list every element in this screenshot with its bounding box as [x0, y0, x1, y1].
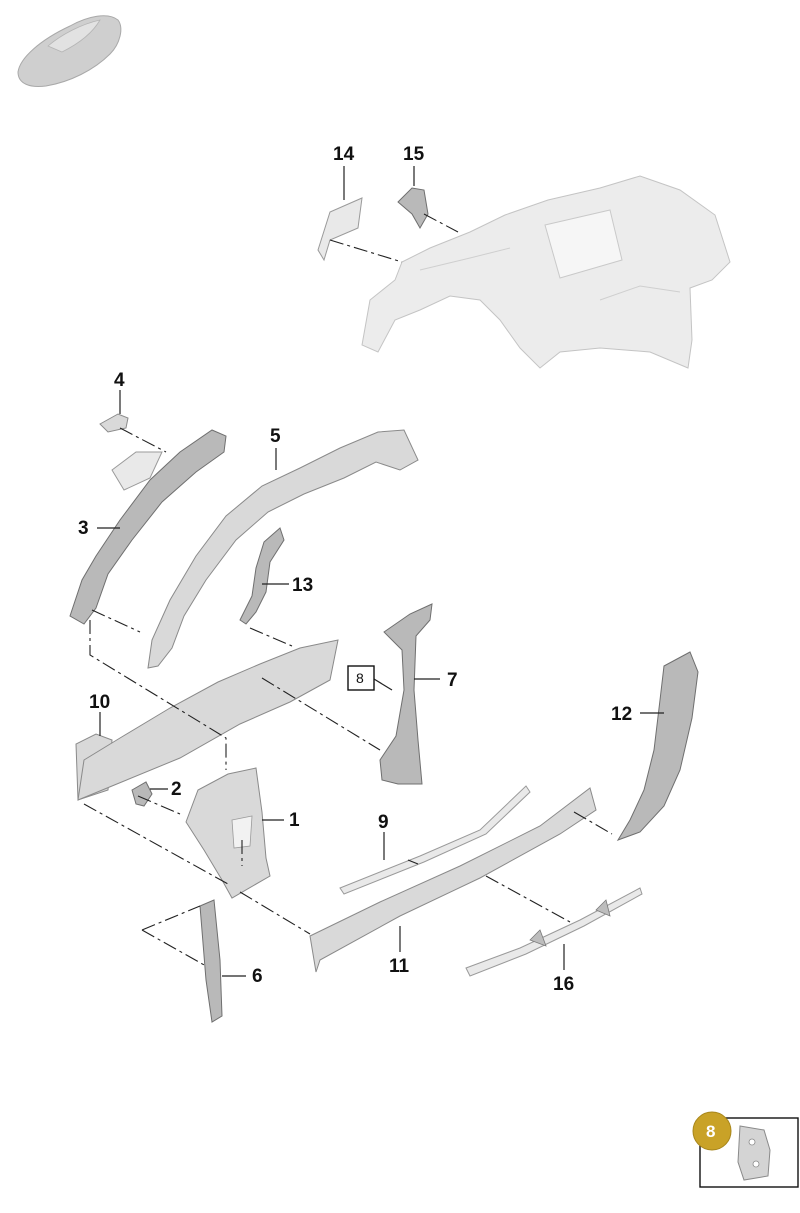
part-7-b-pillar [379, 603, 433, 785]
callout-labels: 14 15 4 3 5 13 7 10 2 1 9 12 6 11 16 [78, 144, 632, 995]
part-5-roof-rail [147, 429, 419, 669]
part-14-panel [317, 197, 363, 262]
page-badge: 8 [692, 1111, 799, 1188]
part-1-hinge-pillar [185, 767, 271, 899]
callout-leaders [97, 166, 664, 977]
callout-2: 2 [171, 779, 182, 800]
a-pillar-insert [111, 451, 163, 491]
part-2-bracket [131, 781, 153, 807]
car-silhouette-icon [17, 15, 122, 87]
callout-9: 9 [378, 812, 389, 833]
assembly-dash-lines [83, 213, 613, 967]
callout-3: 3 [78, 518, 89, 539]
callout-10: 10 [89, 692, 110, 713]
page-badge-number: 8 [706, 1122, 715, 1141]
page-badge-circle [692, 1111, 732, 1151]
part-13-bracket [239, 527, 285, 625]
part-15-bracket [397, 187, 429, 230]
callout-6: 6 [252, 966, 263, 987]
callout-4: 4 [114, 370, 125, 391]
callout-1: 1 [289, 810, 300, 831]
callout-15: 15 [403, 144, 425, 165]
reference-box-8: 8 [347, 665, 375, 691]
part-3-a-pillar [69, 429, 227, 625]
part-4-bracket [99, 413, 129, 433]
part-12-c-pillar [616, 651, 699, 841]
callout-13: 13 [292, 575, 313, 596]
callout-5: 5 [270, 426, 281, 447]
part-9-strip [339, 785, 531, 895]
part-11-side-sill [309, 787, 597, 973]
callout-11: 11 [389, 956, 410, 977]
callout-16: 16 [553, 974, 574, 995]
part-16-bar [465, 887, 643, 977]
part-6-reinforcement [199, 899, 223, 1023]
callout-12: 12 [611, 704, 632, 725]
rear-body-structure-ghost [361, 175, 731, 369]
callout-7: 7 [447, 670, 458, 691]
inner-sill-rail [77, 639, 339, 801]
bracket-plate-icon [737, 1125, 771, 1181]
reference-box-label: 8 [356, 670, 364, 686]
callout-14: 14 [333, 144, 355, 165]
